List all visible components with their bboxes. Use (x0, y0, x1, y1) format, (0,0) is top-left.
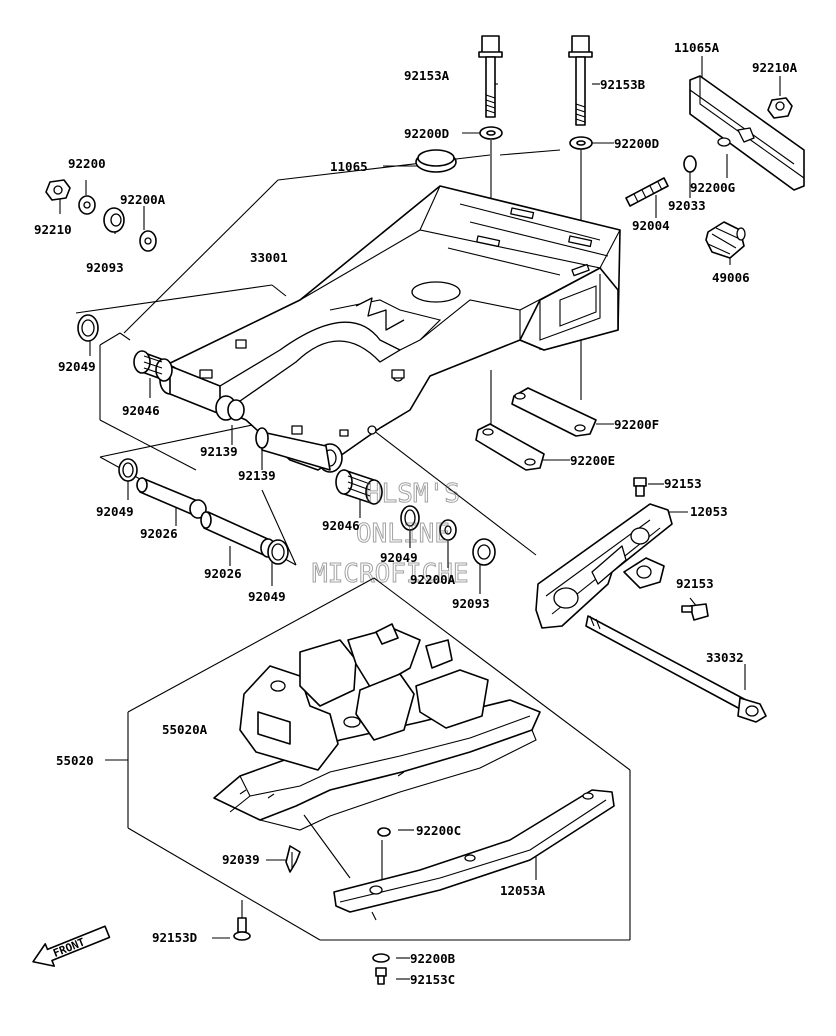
spacer-92200E (475, 423, 545, 471)
label-92153-a: 92153 (664, 476, 702, 491)
front-arrow: FRONT (32, 925, 111, 967)
washer-92200D-right (569, 136, 593, 150)
label-92200A-top: 92200A (120, 192, 166, 207)
washer-92200A-bottom (439, 519, 457, 541)
bolt-92153A (478, 35, 503, 118)
label-92153D: 92153D (152, 930, 197, 945)
rivet-92039 (285, 845, 301, 873)
pin-92026-lower (200, 511, 276, 558)
bearing-92046-top (133, 350, 173, 382)
label-92049-c: 92049 (380, 550, 418, 565)
label-12053: 12053 (690, 504, 728, 519)
watermark-line-1: HLSM'S (366, 479, 460, 509)
swingarm-33001 (159, 185, 621, 473)
label-92153-b: 92153 (676, 576, 714, 591)
label-92153A: 92153A (404, 68, 450, 83)
label-92200C: 92200C (416, 823, 461, 838)
rail-11065A (689, 75, 805, 191)
bolt-92153D (233, 917, 251, 941)
label-55020: 55020 (56, 753, 94, 768)
cap-11065 (415, 149, 457, 173)
washer-92200C (377, 827, 391, 837)
label-92026-a: 92026 (140, 526, 178, 541)
bolt-92153B (568, 35, 593, 126)
label-33001: 33001 (250, 250, 288, 265)
part-labels: 11065A 92210A 92153A 92153B 92200D 92200… (34, 40, 798, 987)
watermark-line-2: ONLINE (356, 519, 450, 549)
washer-92200A-top (139, 230, 157, 252)
seal-92049-mid (400, 505, 420, 531)
label-92093-bottom: 92093 (452, 596, 490, 611)
watermark-line-3: MICROFICHE (312, 559, 469, 589)
label-92200D-right: 92200D (614, 136, 659, 151)
label-92093-top: 92093 (86, 260, 124, 275)
skid-plate-55020 (213, 623, 541, 831)
label-92200F: 92200F (614, 417, 659, 432)
label-92200D-left: 92200D (404, 126, 449, 141)
bolt-92153-lower (681, 603, 709, 621)
label-11065A: 11065A (674, 40, 720, 55)
shaft-33032 (585, 615, 767, 723)
arm-12053 (535, 503, 673, 629)
stud-92004 (625, 177, 669, 207)
washer-92200 (78, 195, 96, 215)
bolt-92153C (375, 967, 387, 985)
label-12053A: 12053A (500, 883, 546, 898)
watermark: HLSM'S ONLINE MICROFICHE (312, 479, 470, 590)
bellows-49006 (705, 221, 746, 259)
label-92049-b: 92049 (96, 504, 134, 519)
label-92153C: 92153C (410, 972, 455, 987)
label-92200A-bottom: 92200A (410, 572, 456, 587)
washer-92200D-left (479, 126, 503, 140)
label-92153B: 92153B (600, 77, 646, 92)
bolt-92153-upper (633, 477, 647, 497)
washer-92200B (372, 953, 390, 963)
label-92049-d: 92049 (248, 589, 286, 604)
label-92026-b: 92026 (204, 566, 242, 581)
label-49006: 49006 (712, 270, 750, 285)
label-92200E: 92200E (570, 453, 615, 468)
label-92139-b: 92139 (238, 468, 276, 483)
bearing-92046-bottom (335, 469, 383, 505)
label-92200G: 92200G (690, 180, 735, 195)
label-92046-a: 92046 (122, 403, 160, 418)
label-11065: 11065 (330, 159, 368, 174)
label-92210: 92210 (34, 222, 72, 237)
nut-92210 (45, 179, 71, 201)
front-arrow-label: FRONT (51, 935, 87, 960)
label-92046-b: 92046 (322, 518, 360, 533)
spacer-92200F (511, 387, 597, 437)
label-92033: 92033 (668, 198, 706, 213)
label-33032: 33032 (706, 650, 744, 665)
seal-92049-top (77, 314, 99, 342)
bushing-92093-bottom (472, 538, 496, 566)
label-92039: 92039 (222, 852, 260, 867)
label-92200: 92200 (68, 156, 106, 171)
slider-12053A (333, 789, 615, 921)
pin-92026-upper (136, 477, 207, 519)
label-55020A: 55020A (162, 722, 208, 737)
seal-92049-left (118, 458, 138, 482)
label-92210A: 92210A (752, 60, 798, 75)
seal-92049-right (267, 539, 289, 565)
leader-lines (59, 56, 781, 980)
label-92200B: 92200B (410, 951, 456, 966)
bushing-92093-top (103, 207, 125, 233)
label-92139-a: 92139 (200, 444, 238, 459)
label-92049-a: 92049 (58, 359, 96, 374)
label-92004: 92004 (632, 218, 670, 233)
nut-92210A (767, 97, 793, 119)
washer-92033 (683, 155, 697, 173)
